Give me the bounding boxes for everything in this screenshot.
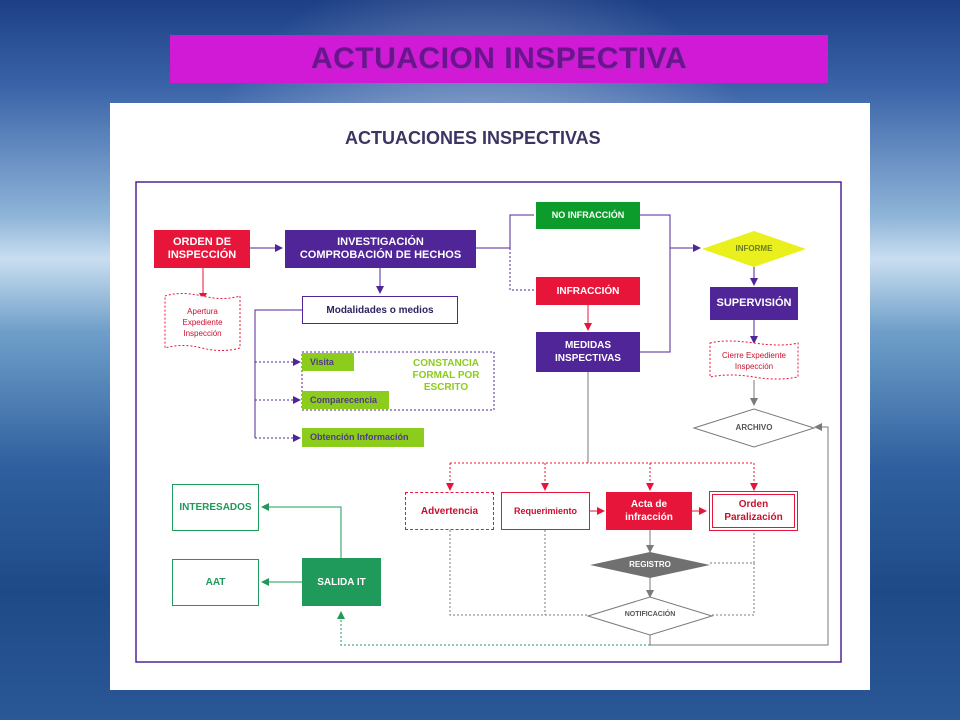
informe-label: INFORME <box>735 244 773 253</box>
banner-title: ACTUACION INSPECTIVA <box>310 42 688 75</box>
title-banner: ACTUACION INSPECTIVA <box>170 35 828 83</box>
salida-it-box: SALIDA IT <box>302 558 381 606</box>
connector <box>710 530 755 564</box>
connector <box>337 611 650 646</box>
connector <box>261 503 342 558</box>
connector <box>449 530 588 616</box>
notificacion-label: NOTIFICACIÓN <box>624 611 676 618</box>
interesados-box: INTERESADOS <box>172 484 259 531</box>
connector <box>649 423 829 646</box>
acta-infraccion-box: Acta de infracción <box>606 492 692 530</box>
orden-paralizacion-box: Orden Paralización <box>709 491 798 531</box>
apertura-expediente-label: Apertura Expediente Inspección <box>182 306 223 338</box>
investigacion-box: INVESTIGACIÓN COMPROBACIÓN DE HECHOS <box>285 230 476 268</box>
visita-box: Visita <box>302 353 354 371</box>
constancia-frame <box>301 351 495 411</box>
orden-inspeccion-box: ORDEN DE INSPECCIÓN <box>154 230 250 268</box>
modalidades-box: Modalidades o medios <box>302 296 458 324</box>
connector <box>640 248 671 353</box>
comparecencia-box: Comparecencia <box>302 391 389 409</box>
archivo-label: ARCHIVO <box>735 423 773 432</box>
connector <box>640 214 701 252</box>
connector <box>509 248 534 291</box>
medidas-inspectivas-box: MEDIDAS INSPECTIVAS <box>536 332 640 372</box>
infraccion-box: INFRACCIÓN <box>536 277 640 305</box>
requerimiento-box: Requerimiento <box>501 492 590 530</box>
no-infraccion-box: NO INFRACCIÓN <box>536 202 640 229</box>
diagram-frame <box>135 181 842 663</box>
diagram-title: ACTUACIONES INSPECTIVAS <box>345 128 601 148</box>
cierre-expediente-label: Cierre Expediente Inspección <box>721 350 787 371</box>
aat-box: AAT <box>172 559 259 606</box>
connector <box>254 309 302 438</box>
archivo-diamond <box>692 408 816 448</box>
informe-diamond <box>702 231 806 267</box>
registro-diamond <box>590 552 710 578</box>
obtencion-informacion-box: Obtención Información <box>302 428 424 447</box>
notificacion-diamond <box>586 596 714 636</box>
registro-label: REGISTRO <box>629 560 671 569</box>
connector <box>476 214 534 249</box>
connector <box>712 563 755 616</box>
constancia-label: CONSTANCIA FORMAL POR ESCRITO <box>412 358 480 393</box>
cierre-paper <box>709 340 799 380</box>
advertencia-box: Advertencia <box>405 492 494 530</box>
supervision-box: SUPERVISIÓN <box>710 287 798 320</box>
apertura-paper <box>164 293 241 351</box>
